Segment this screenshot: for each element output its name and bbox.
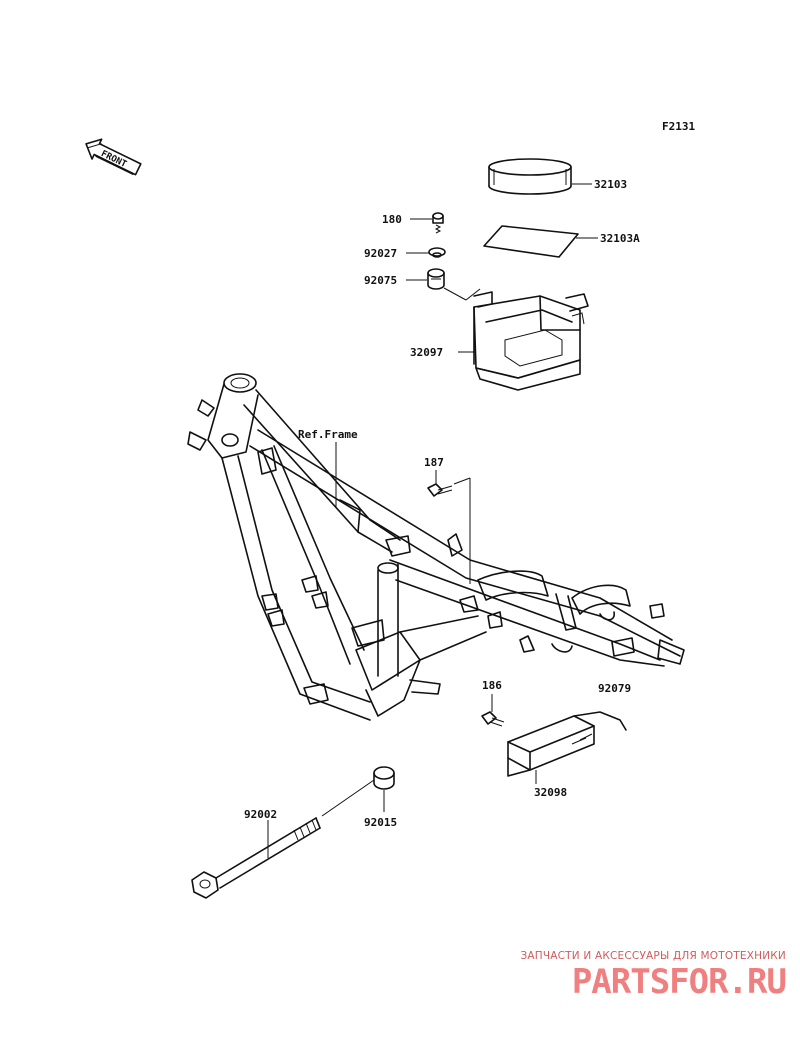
part-180-screw: 180: [382, 212, 444, 234]
front-arrow-icon: FRONT: [85, 138, 142, 176]
label-92015: 92015: [364, 816, 397, 829]
ref-frame-label: Ref.Frame: [298, 428, 358, 441]
part-32103-band: 32103: [488, 158, 627, 195]
label-180: 180: [382, 213, 402, 226]
figure-code: F2131: [662, 120, 695, 133]
label-32098: 32098: [534, 786, 567, 799]
label-32103A: 32103A: [600, 232, 640, 245]
label-92075: 92075: [364, 274, 397, 287]
part-92027-collar: 92027: [364, 247, 446, 260]
part-187-bolt: 187: [424, 456, 471, 584]
label-92079: 92079: [598, 682, 631, 695]
label-92002: 92002: [244, 808, 277, 821]
part-186-bolt: 186: [481, 679, 505, 727]
frame-assembly: [187, 373, 685, 721]
front-label: FRONT: [99, 149, 128, 170]
part-32098-guard: 32098: [507, 711, 627, 799]
watermark-logo: PARTSFOR.RU: [571, 962, 787, 1002]
label-32097: 32097: [410, 346, 443, 359]
part-92015-collar: 92015: [321, 766, 397, 829]
part-92002-long-bolt: 92002: [191, 808, 321, 899]
label-92027: 92027: [364, 247, 397, 260]
part-92075-damper: 92075: [364, 268, 481, 301]
label-187: 187: [424, 456, 444, 469]
part-32103A-pad: 32103A: [483, 225, 640, 258]
label-32103: 32103: [594, 178, 627, 191]
watermark: ЗАПЧАСТИ И АКСЕССУАРЫ ДЛЯ МОТОТЕХНИКИ PA…: [486, 950, 787, 1002]
watermark-tagline: ЗАПЧАСТИ И АКСЕССУАРЫ ДЛЯ МОТОТЕХНИКИ: [520, 950, 786, 962]
part-32097-battery-case: 32097: [410, 291, 589, 391]
label-186: 186: [482, 679, 502, 692]
